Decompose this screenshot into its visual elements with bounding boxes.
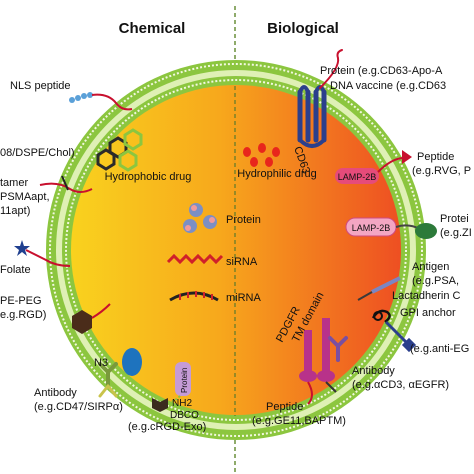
crgd-label: (e.g.cRGD-Exo) — [128, 421, 206, 433]
antibody-left-icon — [98, 362, 118, 398]
anti-eg-label: (e.g.anti-EG — [410, 343, 469, 355]
rvg-peptide-chain — [377, 157, 405, 173]
peg-label-1: PE-PEG — [0, 295, 42, 307]
protein-bar-label: Protein — [180, 368, 189, 393]
rvg-peptide-arrow — [402, 150, 412, 164]
nls-peptide-icon — [69, 92, 133, 111]
antibody-right-label-1: Antibody — [352, 365, 395, 377]
protein-top-label-1: Protein (e.g.CD63-Apo-A — [320, 65, 443, 77]
rvg-label-2: (e.g.RVG, P — [412, 165, 471, 177]
zi-protein-icon — [415, 223, 437, 239]
membrane-outer-heads — [49, 63, 423, 437]
hydrophobic-drug-label: Hydrophobic drug — [105, 171, 192, 183]
ge11-label-2: (e.g.GE11,BAPTM) — [252, 415, 346, 427]
protein-bar-icon — [175, 362, 191, 396]
lactadherin-label: Lactadherin C — [392, 290, 461, 302]
zi-label-2: (e.g.ZI — [440, 227, 472, 239]
zi-label-1: Protei — [440, 213, 469, 225]
aptamer-label-1: tamer — [0, 177, 28, 189]
aptamer-chain — [39, 182, 93, 193]
header-chemical: Chemical — [119, 20, 186, 37]
crgd-hexagon-icon — [152, 398, 168, 412]
exosome-core — [71, 85, 401, 415]
header-biological: Biological — [267, 20, 339, 37]
rgd-hexagon-icon — [72, 310, 92, 334]
gpi-anchor-icon — [371, 309, 417, 353]
protein-icon — [183, 203, 217, 233]
peg-chain — [91, 303, 111, 319]
hydrophilic-drug-label: Hydrophilic drug — [237, 168, 316, 180]
antibody-right-label-2: (e.g.αCD3, αEGFR) — [352, 379, 449, 391]
gpi-label: GPI anchor — [400, 307, 456, 319]
aptamer-label-2: PSMAapt, — [0, 191, 50, 203]
antibody-left-label-1: Antibody — [34, 387, 77, 399]
lactadherin-icon — [357, 276, 401, 301]
mirna-label: miRNA — [226, 292, 261, 304]
folate-icon — [14, 240, 71, 267]
dspe-linker — [61, 175, 69, 191]
dbco-label: DBCO — [170, 410, 199, 421]
cd63-protein-icon — [297, 49, 343, 148]
lamp2b-top-badge — [335, 168, 379, 184]
rvg-label-1: Peptide — [417, 151, 454, 163]
aptamer-label-3: 11apt) — [0, 205, 30, 217]
sirna-label: siRNA — [226, 256, 258, 268]
ge11-label-1: Peptide — [266, 401, 303, 413]
antigen-label-1: Antigen — [412, 261, 449, 273]
protein-top-label-2: DNA vaccine (e.g.CD63 — [330, 80, 446, 92]
hydrophilic-drug-icon — [243, 143, 280, 167]
crgd-connector — [157, 395, 181, 405]
lamp2b-right-label: LAMP-2B — [352, 223, 391, 233]
nh2-label: NH2 — [172, 398, 192, 409]
peg-label-2: e.g.RGD) — [0, 309, 46, 321]
dspe-chol-label: 08/DSPE/Chol) — [0, 147, 75, 159]
n3-blob-icon — [122, 348, 142, 376]
membrane-inner-heads — [65, 79, 407, 421]
antibody-left-label-2: (e.g.CD47/SIRPα) — [34, 401, 123, 413]
pdgfr-tm-icon — [299, 318, 337, 405]
mirna-icon — [169, 291, 219, 302]
sirna-icon — [166, 253, 224, 265]
protein-label: Protein — [226, 214, 261, 226]
folate-label: Folate — [0, 264, 31, 276]
nls-label: NLS peptide — [10, 80, 71, 92]
lamp2b-top-label: LAMP-2B — [338, 172, 377, 182]
hydrophobic-drug-icon — [96, 128, 143, 172]
n3-label: N3 — [94, 357, 108, 369]
antigen-label-2: (e.g.PSA, — [412, 275, 459, 287]
antibody-right-icon — [328, 336, 348, 362]
